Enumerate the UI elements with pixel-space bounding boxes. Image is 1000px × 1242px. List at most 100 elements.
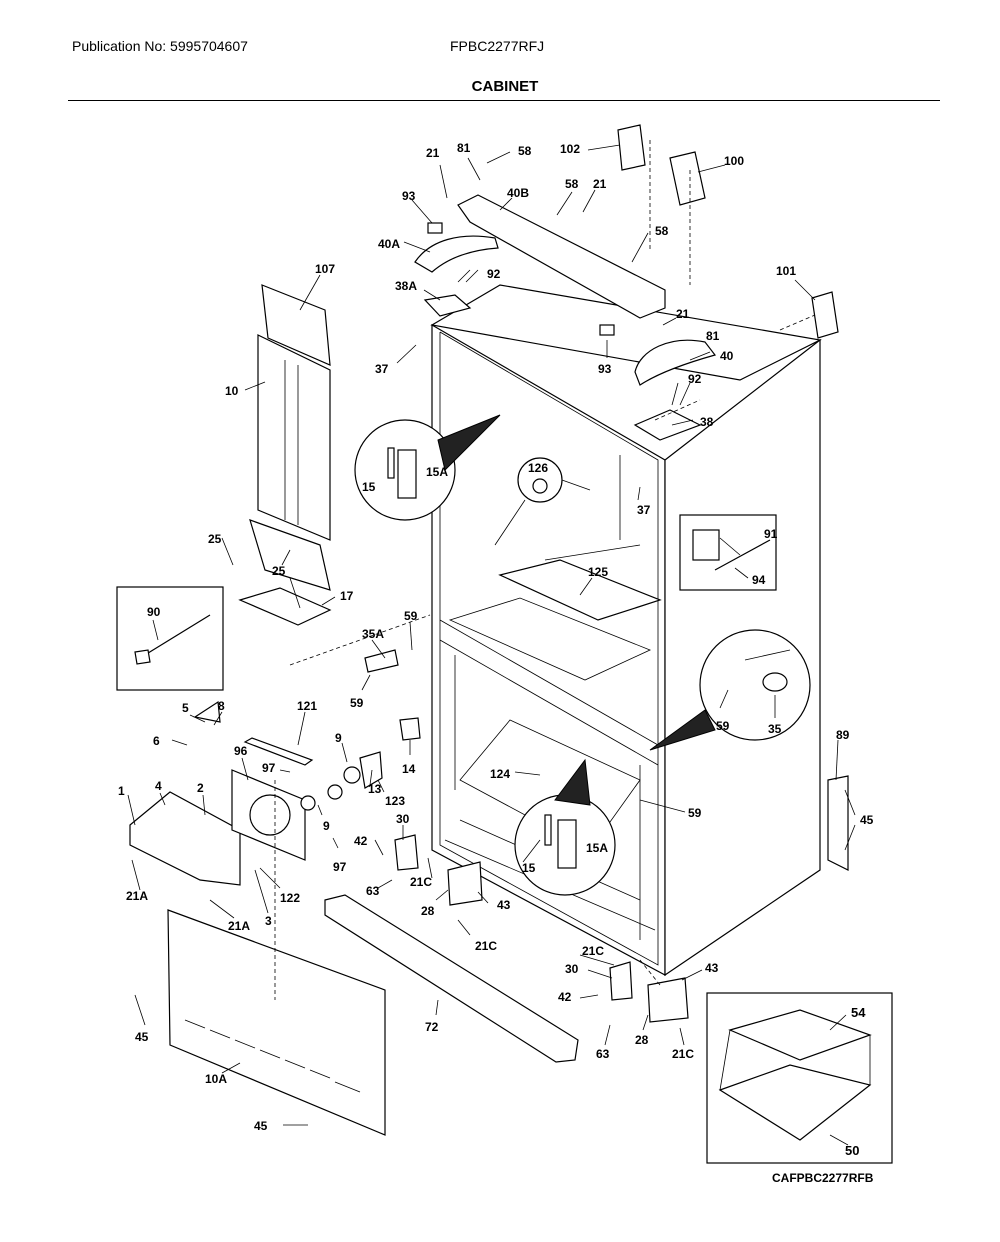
callout-54: 54 [851,1005,866,1020]
leader-lines [127,144,856,1146]
callout-1: 1 [118,784,125,798]
publication-number: Publication No: 5995704607 [72,38,248,54]
alignment-lines [274,140,816,1000]
callout-50: 50 [845,1143,859,1158]
condenser-fan-assembly [129,700,383,886]
callout-21a: 21A [228,919,250,933]
callout-38a: 38A [395,279,417,293]
callout-92: 92 [487,267,501,281]
hinge-cover-40b [457,194,666,319]
callout-102: 102 [560,142,580,156]
callout-59: 59 [404,609,418,623]
callout-15: 15 [362,480,376,494]
callout-42: 42 [354,834,368,848]
callout-63: 63 [596,1047,610,1061]
callout-21c: 21C [672,1047,694,1061]
bracket-100 [669,151,706,206]
callout-21a: 21A [126,889,148,903]
detail-circle-upper [354,414,501,521]
air-duct-assembly [238,284,332,626]
callout-45: 45 [135,1030,149,1044]
callout-21: 21 [593,177,607,191]
callout-9: 9 [323,819,330,833]
bracket-102 [617,124,646,171]
callout-labels: 21 81 58 102 100 93 40B 58 21 40A 58 92 … [118,141,874,1185]
callout-35a: 35A [362,627,384,641]
drawer-hinges [364,649,849,1023]
hinge-38 [633,409,702,441]
callout-5: 5 [182,701,189,715]
callout-21: 21 [676,307,690,321]
callout-125: 125 [588,565,608,579]
callout-28: 28 [421,904,435,918]
callout-40a: 40A [378,237,400,251]
callout-13: 13 [368,782,382,796]
callout-58: 58 [655,224,669,238]
callout-25: 25 [272,564,286,578]
callout-21c: 21C [410,875,432,889]
callout-30: 30 [565,962,579,976]
callout-4: 4 [155,779,162,793]
callout-94: 94 [752,573,766,587]
callout-43: 43 [705,961,719,975]
callout-6: 6 [153,734,160,748]
callout-72: 72 [425,1020,439,1034]
callout-37: 37 [637,503,651,517]
hinge-cover-40 [634,339,717,386]
callout-59: 59 [350,696,364,710]
callout-38: 38 [700,415,714,429]
callout-35: 35 [768,722,782,736]
callout-97: 97 [262,761,276,775]
callout-97: 97 [333,860,347,874]
callout-15: 15 [522,861,536,875]
callout-93: 93 [402,189,416,203]
callout-10: 10 [225,384,239,398]
header-divider [68,100,940,101]
callout-90: 90 [147,605,161,619]
callout-25: 25 [208,532,222,546]
callout-63: 63 [366,884,380,898]
part-126-callout [494,457,591,546]
callout-45: 45 [860,813,874,827]
callout-21: 21 [426,146,440,160]
callout-122: 122 [280,891,300,905]
callout-58: 58 [565,177,579,191]
callout-45: 45 [254,1119,268,1133]
callout-92: 92 [688,372,702,386]
callout-59: 59 [688,806,702,820]
callout-93: 93 [598,362,612,376]
callout-89: 89 [836,728,850,742]
callout-17: 17 [340,589,354,603]
callout-30: 30 [396,812,410,826]
callout-81: 81 [706,329,720,343]
callout-3: 3 [265,914,272,928]
detail-circle-right [649,629,811,751]
callout-2: 2 [197,781,204,795]
callout-14: 14 [402,762,416,776]
callout-59: 59 [716,719,730,733]
back-panel-10a [167,909,386,1136]
hinge-38a [423,294,472,317]
part-93b [599,324,615,336]
callout-91: 91 [764,527,778,541]
model-number: FPBC2277RFJ [450,38,545,54]
kickplate-72 [324,894,579,1063]
callout-58: 58 [518,144,532,158]
callout-21c: 21C [582,944,604,958]
callout-43: 43 [497,898,511,912]
inset-box-91-94 [679,514,777,591]
callout-28: 28 [635,1033,649,1047]
callout-40b: 40B [507,186,529,200]
inset-box-50-54 [706,992,893,1164]
callout-124: 124 [490,767,510,781]
callout-15a: 15A [426,465,448,479]
callout-121: 121 [297,699,317,713]
part-93a [427,222,443,234]
callout-101: 101 [776,264,796,278]
page-title: CABINET [471,78,539,95]
callout-21c: 21C [475,939,497,953]
callout-123: 123 [385,794,405,808]
callout-37: 37 [375,362,389,376]
bracket-101 [811,291,839,339]
